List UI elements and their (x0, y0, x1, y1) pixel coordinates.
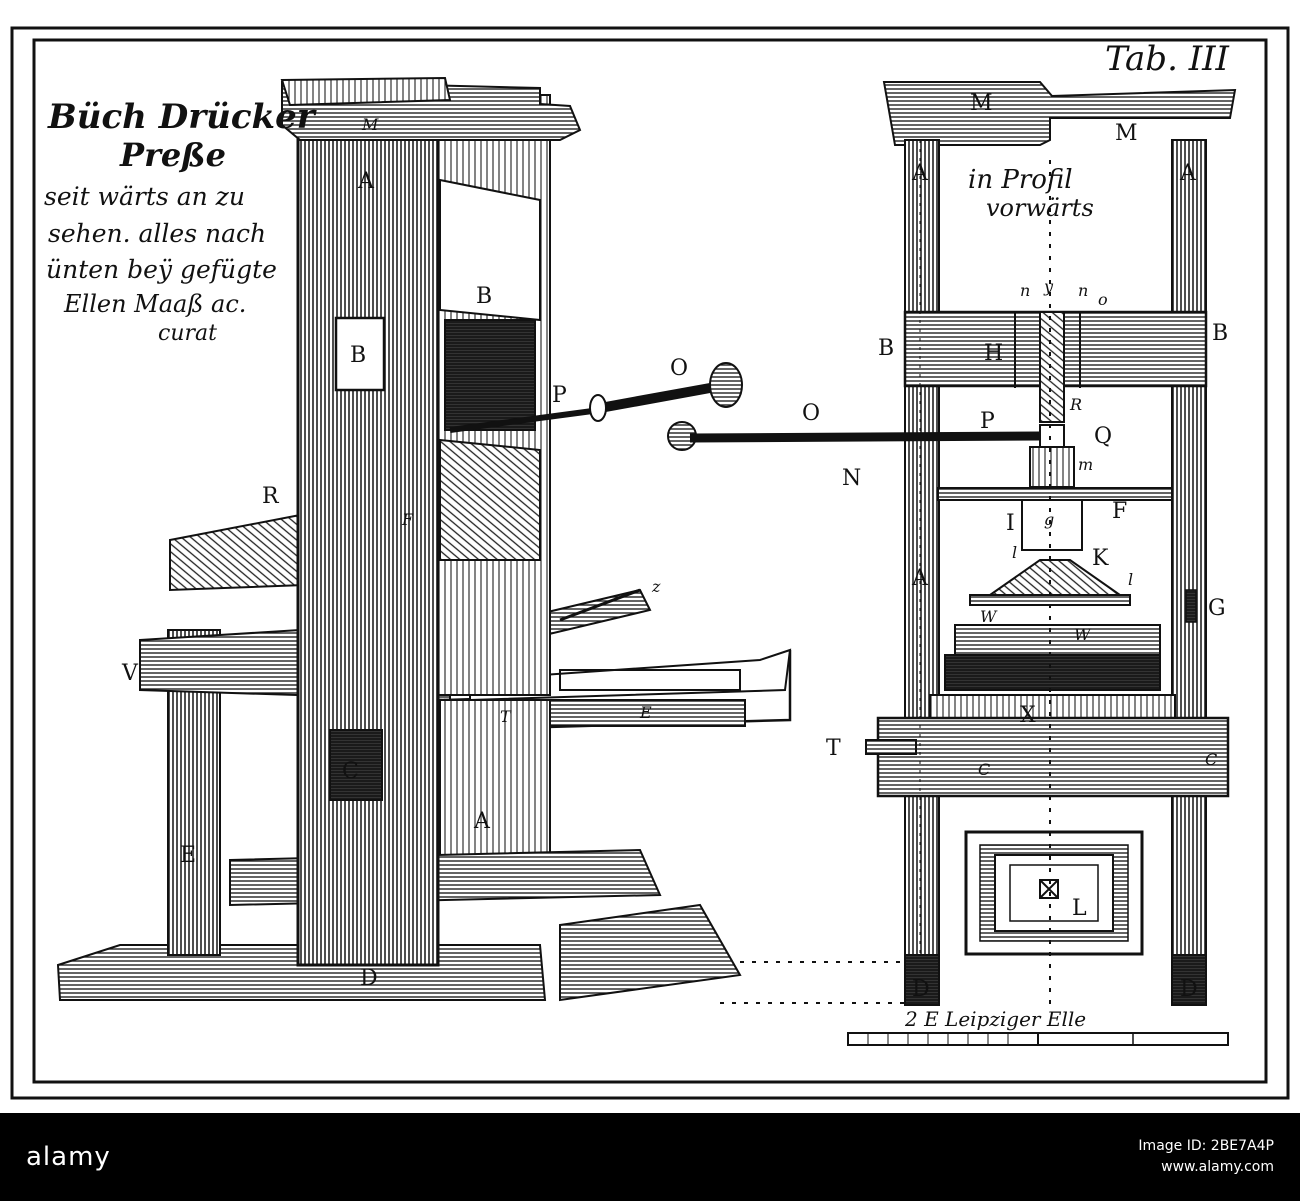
title-line-7: curat (158, 321, 217, 346)
label-right-l-plan: L (1072, 896, 1087, 921)
watermark-info: Image ID: 2BE7A4P www.alamy.com (1138, 1136, 1274, 1178)
label-right-n: N (842, 466, 861, 491)
watermark-image-id: Image ID: 2BE7A4P (1138, 1138, 1274, 1154)
label-left-c: C (342, 759, 359, 784)
plate-title: Büch Drücker Preße seit wärts an zu sehe… (44, 97, 317, 346)
label-right-i: I (1006, 511, 1015, 536)
title-line-2: Preße (119, 136, 226, 174)
title-line-6: Ellen Maaß ac. (63, 290, 246, 318)
label-right-c-1: C (978, 760, 990, 779)
scale-bar (847, 1032, 1229, 1046)
label-left-b-plaque: B (350, 343, 366, 368)
label-right-h: H (984, 341, 1003, 366)
title-line-4: sehen. alles nach (48, 219, 266, 248)
label-right-y: y (1043, 277, 1054, 296)
label-left-e-rail: E (639, 703, 652, 722)
label-left-a-top: A (357, 169, 375, 194)
label-right-x: X (1020, 703, 1036, 728)
label-left-a-lower: A (473, 809, 491, 834)
label-right-n-1: n (1020, 281, 1030, 300)
label-left-z: z (651, 577, 661, 596)
label-left-t: T (500, 707, 512, 726)
label-right-g: G (1208, 596, 1226, 621)
watermark-bar: alamy Image ID: 2BE7A4P www.alamy.com (0, 1113, 1300, 1201)
label-right-p: P (980, 409, 995, 434)
label-right-b-left: B (878, 336, 894, 361)
side-view-labels: A B B O P R F z V T E C A E D M (121, 115, 688, 991)
label-right-t: T (826, 736, 841, 761)
label-right-g-small: g (1044, 510, 1054, 529)
label-right-f: F (1112, 499, 1127, 524)
front-view-press (667, 81, 1237, 1010)
label-right-c-2: C (1205, 750, 1217, 769)
title-line-1: Büch Drücker (47, 97, 317, 137)
label-left-v: V (121, 661, 139, 686)
label-right-o: O (802, 401, 820, 426)
label-left-f: F (401, 510, 414, 529)
label-left-p: P (552, 383, 567, 408)
label-right-w-1: W (980, 607, 998, 626)
label-right-a-right: A (1179, 161, 1197, 186)
label-right-l-2: l (1128, 570, 1133, 589)
profile-caption: in Profil vorwärts (968, 165, 1094, 222)
label-right-q: Q (1094, 424, 1112, 449)
label-right-d-left: D (912, 977, 930, 1002)
label-right-w-2: W (1074, 625, 1092, 644)
title-line-3: seit wärts an zu (44, 182, 245, 211)
label-right-n-2: n (1078, 281, 1088, 300)
label-right-m-1: M (970, 91, 993, 116)
profile-line-2: vorwärts (986, 194, 1094, 222)
label-left-m: M (361, 115, 379, 134)
label-left-o: O (670, 356, 688, 381)
label-right-r: R (1069, 395, 1082, 414)
inner-frame (32, 38, 1268, 1084)
label-right-k: K (1092, 546, 1109, 571)
watermark-logo: alamy (26, 1142, 111, 1172)
watermark-site: www.alamy.com (1161, 1159, 1274, 1175)
label-left-e-leg: E (180, 843, 196, 868)
label-right-m-2: M (1115, 121, 1138, 146)
label-left-r: R (262, 484, 280, 509)
label-right-l-1: l (1012, 543, 1017, 562)
label-right-a-lower: A (911, 566, 929, 591)
label-right-m-small: m (1078, 455, 1093, 474)
profile-line-1: in Profil (968, 165, 1073, 195)
front-view-labels: M M A A B B H n y n o O P R Q N m F I g … (802, 91, 1228, 1002)
label-right-b-right: B (1212, 321, 1228, 346)
plate-number: Tab. III (1105, 39, 1230, 79)
label-right-d-right: D (1180, 977, 1198, 1002)
label-right-o-small: o (1098, 290, 1108, 309)
label-right-a-left: A (911, 161, 929, 186)
label-left-d: D (360, 966, 378, 991)
side-view-press (56, 76, 792, 1002)
title-line-5: ünten beÿ gefügte (46, 255, 277, 284)
label-left-b-back: B (476, 284, 492, 309)
outer-frame (10, 26, 1290, 1100)
scale-label: 2 E Leipziger Elle (904, 1007, 1086, 1031)
